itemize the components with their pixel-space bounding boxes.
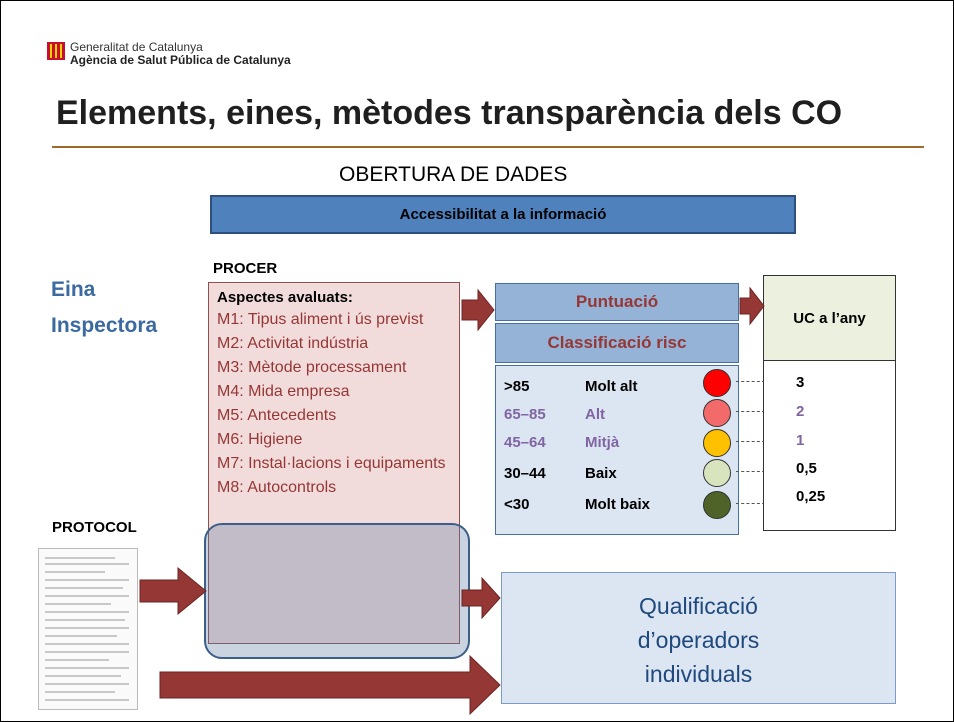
risk-range: >85	[504, 378, 530, 395]
risk-range: <30	[504, 496, 530, 513]
arrow-doc-to-qualificacio-icon	[159, 654, 501, 716]
uc-value: 0,5	[796, 460, 817, 477]
connector-line	[736, 471, 786, 472]
aspect-item: M1: Tipus aliment i ús previst	[217, 311, 424, 328]
arrow-procer-to-puntuacio-icon	[461, 288, 495, 332]
risk-label: Mitjà	[585, 434, 620, 451]
connector-line	[736, 441, 786, 442]
uc-values: 3 2 1 0,5 0,25	[763, 361, 896, 531]
accessibilitat-bar: Accessibilitat a la informació	[210, 195, 796, 234]
generalitat-logo-icon	[47, 42, 65, 60]
traffic-light-icon	[703, 459, 731, 487]
qual-line3: individuals	[644, 661, 753, 687]
connector-line	[736, 411, 786, 412]
protocol-label: PROTOCOL	[52, 519, 137, 536]
aspects-title: Aspectes avaluats:	[217, 289, 353, 306]
classificacio-risc-box: Classificació risc	[495, 323, 739, 363]
traffic-light-icon	[703, 399, 731, 427]
protocol-document-thumbnail	[38, 548, 138, 710]
aspect-item: M5: Antecedents	[217, 407, 337, 424]
arrow-doc-to-procer-icon	[139, 566, 207, 616]
aspect-item: M4: Mida empresa	[217, 383, 350, 400]
traffic-light-icon	[703, 429, 731, 457]
aspect-item: M6: Higiene	[217, 431, 303, 448]
qual-line1: Qualificació	[639, 593, 758, 619]
aspect-item: M7: Instal·lacions i equipaments	[217, 455, 446, 472]
risk-table: >85 Molt alt 65–85 Alt 45–64 Mitjà 30–44…	[495, 365, 739, 535]
uc-value: 2	[796, 403, 805, 420]
eina-line2: Inspectora	[51, 314, 158, 337]
aspect-item: M2: Activitat indústria	[217, 335, 369, 352]
risk-label: Alt	[585, 406, 605, 423]
qual-line2: d’operadors	[637, 627, 760, 653]
risk-range: 65–85	[504, 406, 546, 423]
aspect-item: M8: Autocontrols	[217, 479, 337, 496]
risk-label: Baix	[585, 465, 617, 482]
connector-line	[736, 503, 786, 504]
arrow-procer-to-qualificacio-icon	[461, 576, 501, 620]
org-name-line1: Generalitat de Catalunya	[70, 40, 203, 54]
eina-inspectora-label: Eina Inspectora	[51, 272, 157, 344]
protocol-overlay	[204, 523, 470, 659]
procer-label: PROCER	[213, 260, 278, 277]
risk-label: Molt baix	[585, 496, 651, 513]
risk-range: 45–64	[504, 434, 546, 451]
risk-label: Molt alt	[585, 378, 638, 395]
title-divider	[52, 146, 924, 148]
qualificacio-box: Qualificació d’operadors individuals	[501, 572, 896, 704]
uc-value: 0,25	[796, 488, 826, 505]
uc-value: 1	[796, 432, 805, 449]
uc-value: 3	[796, 374, 805, 391]
aspect-item: M3: Mètode processament	[217, 359, 407, 376]
eina-line1: Eina	[51, 278, 96, 301]
traffic-light-icon	[703, 369, 731, 397]
traffic-light-icon	[703, 491, 731, 519]
slide-title: Elements, eines, mètodes transparència d…	[56, 94, 843, 132]
obertura-heading: OBERTURA DE DADES	[339, 163, 568, 186]
connector-line	[736, 381, 786, 382]
org-name-line2: Agència de Salut Pública de Catalunya	[70, 53, 291, 67]
puntuacio-box: Puntuació	[495, 283, 739, 321]
uc-header: UC a l’any	[763, 275, 896, 361]
risk-range: 30–44	[504, 465, 546, 482]
procer-box: Aspectes avaluats: M1: Tipus aliment i ú…	[208, 282, 460, 644]
arrow-puntuacio-to-uc-icon	[739, 286, 765, 326]
